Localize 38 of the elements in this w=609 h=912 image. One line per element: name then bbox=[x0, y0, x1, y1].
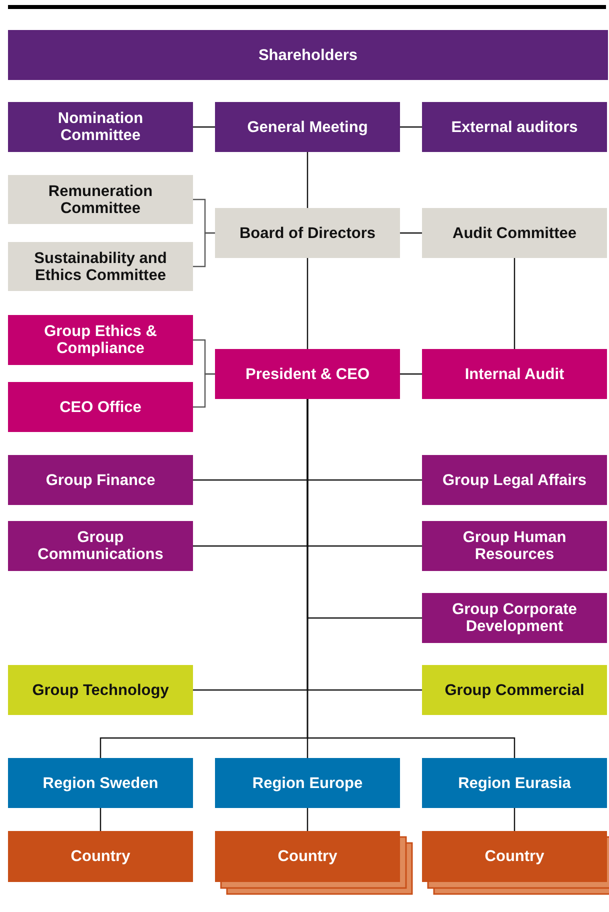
connector-line bbox=[306, 399, 516, 758]
org-unit-box: General Meeting bbox=[215, 102, 400, 152]
org-unit-box: Country bbox=[215, 831, 400, 882]
org-unit-box: Remuneration Committee bbox=[8, 175, 193, 224]
connector-line bbox=[514, 808, 516, 831]
org-unit-box: Region Eurasia bbox=[422, 758, 607, 808]
connector-line bbox=[400, 232, 422, 234]
bracket-connector bbox=[193, 373, 215, 408]
org-unit-box: Country bbox=[422, 831, 607, 882]
org-unit-box: Board of Directors bbox=[215, 208, 400, 258]
bracket-connector bbox=[193, 232, 215, 268]
org-unit-box: Group Finance bbox=[8, 455, 193, 505]
org-unit-box: Region Europe bbox=[215, 758, 400, 808]
connector-line bbox=[306, 258, 308, 349]
org-unit-box: Internal Audit bbox=[422, 349, 607, 399]
org-unit-box: Group Technology bbox=[8, 665, 193, 715]
org-unit-box: Group Ethics & Compliance bbox=[8, 315, 193, 365]
org-unit-box: Group Corporate Development bbox=[422, 593, 607, 643]
org-unit-box: Group Human Resources bbox=[422, 521, 607, 571]
org-unit-box: Shareholders bbox=[8, 30, 608, 80]
org-unit-box: Sustainability and Ethics Committee bbox=[8, 242, 193, 291]
connector-line bbox=[400, 126, 422, 128]
org-unit-box: Country bbox=[8, 831, 193, 882]
org-unit-box: Region Sweden bbox=[8, 758, 193, 808]
connector-line bbox=[193, 126, 215, 128]
org-unit-box: Group Legal Affairs bbox=[422, 455, 607, 505]
org-unit-box: Group Communications bbox=[8, 521, 193, 571]
connector-line bbox=[100, 808, 102, 831]
connector-line bbox=[514, 258, 516, 349]
connector-line bbox=[306, 152, 308, 208]
org-unit-box: Nomination Committee bbox=[8, 102, 193, 152]
connector-line bbox=[306, 808, 308, 831]
org-unit-box: Group Commercial bbox=[422, 665, 607, 715]
org-unit-box: President & CEO bbox=[215, 349, 400, 399]
connector-line bbox=[400, 373, 422, 375]
org-unit-box: External auditors bbox=[422, 102, 607, 152]
org-unit-box: Audit Committee bbox=[422, 208, 607, 258]
org-unit-box: CEO Office bbox=[8, 382, 193, 432]
